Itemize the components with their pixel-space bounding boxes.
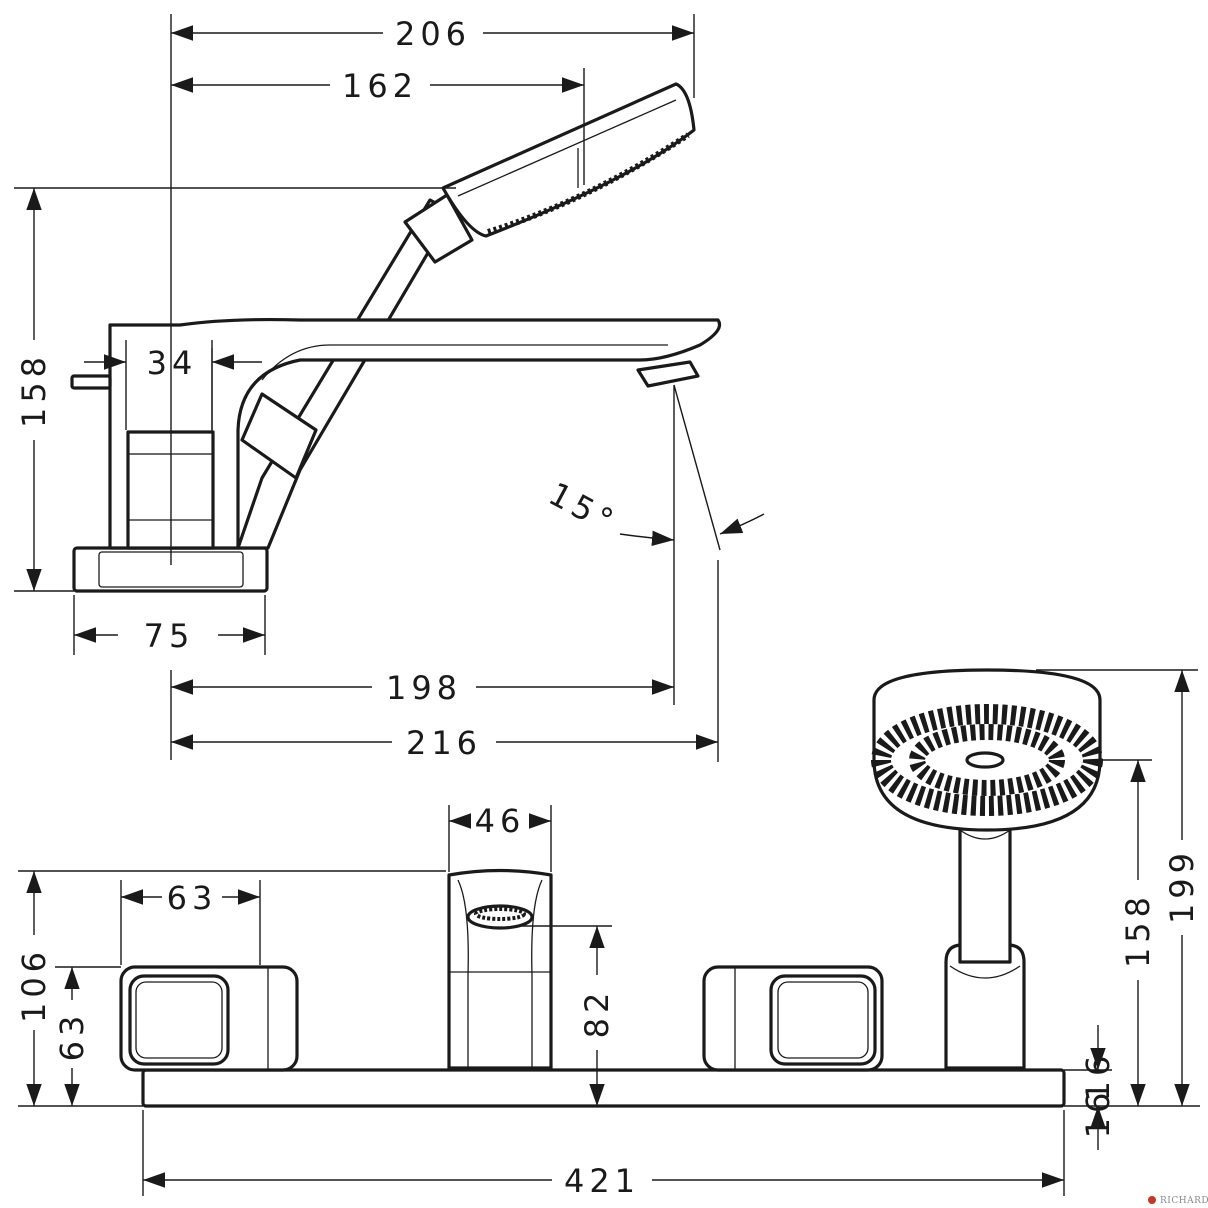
dim-15deg-arc-left <box>619 530 675 546</box>
dim-75-label: 75 <box>144 617 195 655</box>
ext-15deg-line <box>673 384 721 551</box>
side-handshower-neck <box>403 193 474 264</box>
dim-15deg-label: 15° <box>543 475 624 542</box>
dim-206-label: 206 <box>395 15 471 53</box>
watermark-logo-icon <box>1148 1196 1156 1204</box>
dim-106-label: 106 <box>15 947 53 1023</box>
dim-158-side-label: 158 <box>15 352 53 428</box>
front-right-handle-panel <box>769 974 877 1066</box>
side-handshower-edge <box>457 99 677 197</box>
side-aerator <box>636 360 700 388</box>
dim-158-front-label: 158 <box>1119 892 1157 968</box>
side-handshower-hose <box>236 198 454 550</box>
side-hose-sleeve <box>240 392 318 480</box>
dim-46-label: 46 <box>475 802 526 840</box>
front-handshower-nozzles-outer <box>871 704 1103 816</box>
front-view: 46 63 106 63 82 158 199 16 16 421 <box>15 668 1201 1200</box>
dim-216-label: 216 <box>406 724 482 762</box>
front-left-handle-inner <box>135 981 223 1059</box>
front-handshower-nozzles-inner <box>909 724 1065 796</box>
dim-199-label: 199 <box>1163 848 1201 924</box>
front-aerator-mesh <box>474 907 526 921</box>
watermark-text: RICHARDSON <box>1160 1196 1208 1206</box>
dim-82-label: 82 <box>578 988 616 1039</box>
dim-16-bottom-label: 16 <box>1079 1088 1117 1139</box>
side-diverter-pin <box>70 374 112 390</box>
dim-63-width-label: 63 <box>167 879 218 917</box>
side-view: 206 162 158 34 15° 75 198 216 <box>14 14 765 762</box>
front-left-handle-panel <box>128 974 230 1066</box>
dim-15deg-arc-right <box>719 513 765 535</box>
dim-421-label: 421 <box>564 1162 640 1200</box>
side-handshower-head <box>441 82 696 238</box>
dim-34-label: 34 <box>147 344 198 382</box>
watermark: RICHARDSON <box>1148 1196 1208 1206</box>
front-base-plate <box>141 1068 1066 1108</box>
dim-162-label: 162 <box>342 67 418 105</box>
front-handshower-head <box>872 668 1102 832</box>
dim-63-height-label: 63 <box>53 1011 91 1062</box>
side-handshower-nozzles <box>487 132 690 235</box>
dim-198-label: 198 <box>386 669 462 707</box>
dim-16-top-label: 16 <box>1079 1051 1117 1102</box>
front-right-handle-inner <box>777 981 869 1059</box>
front-holder-curve <box>959 829 1011 840</box>
front-holder-rim <box>949 965 1021 979</box>
side-spout-inner <box>261 344 668 381</box>
front-handshower-center <box>965 751 1005 769</box>
